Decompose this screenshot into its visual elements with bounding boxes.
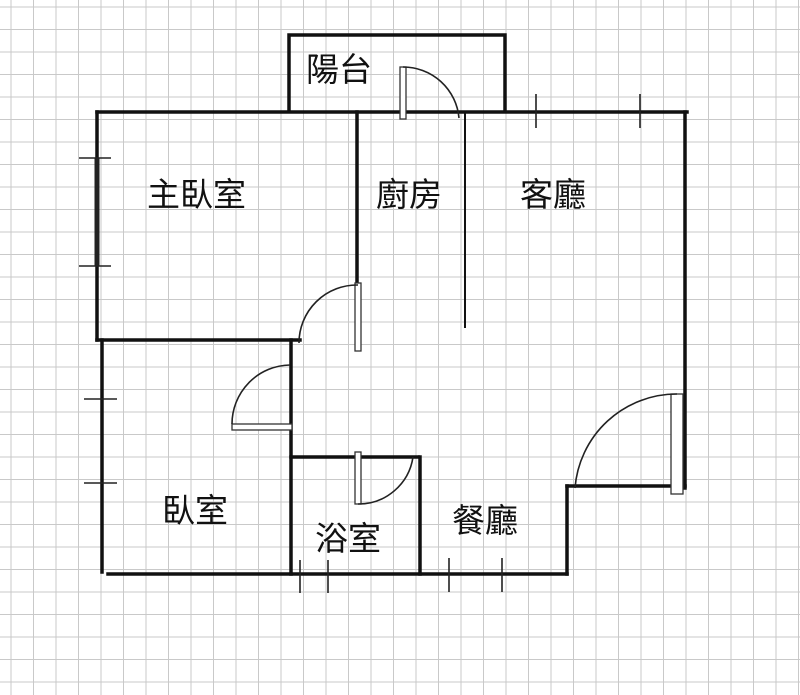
entrance-door [574, 393, 684, 495]
window-left-upper [79, 157, 111, 267]
dining-room-label: 餐廳 [452, 501, 518, 540]
bedroom-door [231, 364, 293, 431]
master-bedroom-door [298, 282, 362, 352]
window-bottom-right [448, 558, 503, 592]
master-bedroom-label: 主臥室 [147, 175, 246, 214]
doors [231, 66, 684, 505]
bathroom-door [354, 451, 414, 505]
window-left-lower [84, 398, 117, 484]
walls [95, 33, 689, 576]
window-top-right [535, 94, 641, 128]
living-room-label: 客廳 [520, 175, 586, 214]
balcony-door [399, 66, 460, 120]
bathroom-label: 浴室 [315, 519, 381, 558]
room-labels: 陽台 主臥室 廚房 客廳 臥室 浴室 餐廳 [147, 50, 586, 558]
balcony-wall [287, 33, 507, 112]
bedroom-label: 臥室 [162, 491, 228, 530]
window-bottom-left [299, 560, 329, 593]
balcony-label: 陽台 [306, 50, 372, 89]
kitchen-label: 廚房 [376, 175, 442, 214]
windows [79, 94, 641, 593]
